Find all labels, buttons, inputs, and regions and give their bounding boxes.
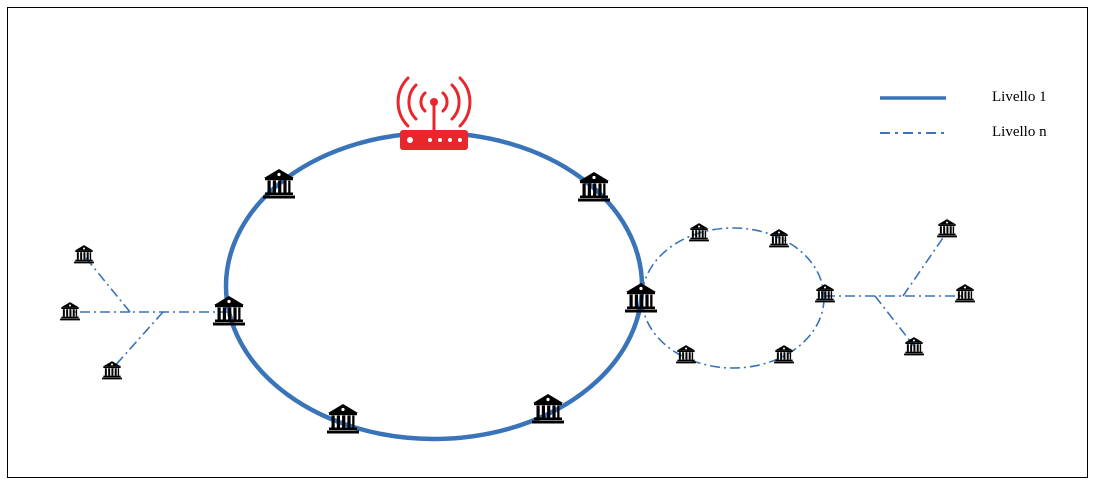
level-n-ring [641,227,825,369]
left-branch-lines [70,257,229,369]
bank-icon [102,361,122,380]
bank-icon [676,345,696,364]
bank-icon [955,284,975,303]
bank-icon [689,223,709,242]
bank-icon [74,245,94,264]
legend-label-level-n: Livello n [992,124,1047,140]
legend-label-level-1: Livello 1 [992,89,1047,105]
bank-icon [769,229,789,248]
bank-icon [774,345,794,364]
bank-icon [625,283,657,313]
bank-icon [532,394,564,424]
wifi-router-icon [396,76,472,150]
bank-icon [327,404,359,434]
bank-icon [904,337,924,356]
bank-icon [60,302,80,321]
right-branch-lines [825,231,963,347]
bank-icon [815,284,835,303]
bank-icon [213,296,245,326]
bank-icon [937,219,957,238]
